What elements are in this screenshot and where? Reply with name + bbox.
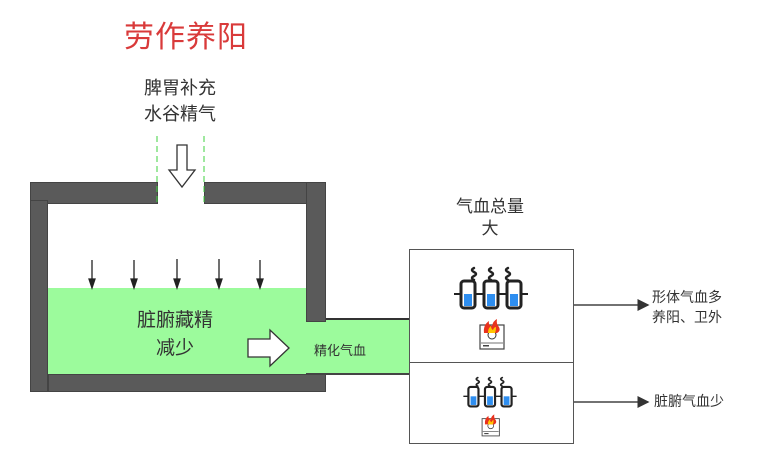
channel-top-line (325, 318, 410, 320)
organ-label-line1: 脏腑藏精 (136, 309, 213, 331)
diagram-title: 劳作养阳 (124, 20, 248, 55)
output-label-lower-line1: 脏腑气血少 (654, 394, 724, 410)
channel-fluid (306, 320, 410, 375)
output-label-lower: 脏腑气血少 (654, 392, 724, 412)
blood-box-label-line1: 气血总量 (456, 197, 524, 217)
flow-right-arrow-icon (247, 328, 290, 368)
deposit-arrows (88, 259, 264, 291)
tank-right-wall (306, 182, 326, 322)
tank-left-wall (30, 200, 48, 392)
output-label-upper-line2: 养阳、卫外 (652, 310, 722, 326)
tank-top-wall-left (30, 182, 158, 204)
tank-bottom-wall (48, 374, 326, 392)
organ-label-line2: 减少 (155, 337, 194, 359)
blood-box-label: 气血总量 大 (440, 196, 540, 240)
intake-down-arrow-icon (167, 144, 197, 189)
tank-fluid (47, 288, 309, 375)
flow-label: 精化气血 (314, 344, 367, 359)
steaming-pots-lower-icon (462, 376, 518, 437)
intake-label-line2: 水谷精气 (144, 104, 216, 125)
output-label-upper: 形体气血多 养阳、卫外 (652, 288, 722, 328)
steaming-pots-upper-icon (452, 266, 530, 351)
output-label-upper-line1: 形体气血多 (652, 290, 722, 306)
organ-label: 脏腑藏精 减少 (110, 306, 240, 362)
intake-label: 脾胃补充 水谷精气 (130, 76, 230, 128)
blood-box-label-line2: 大 (481, 219, 499, 239)
intake-label-line1: 脾胃补充 (144, 78, 216, 99)
